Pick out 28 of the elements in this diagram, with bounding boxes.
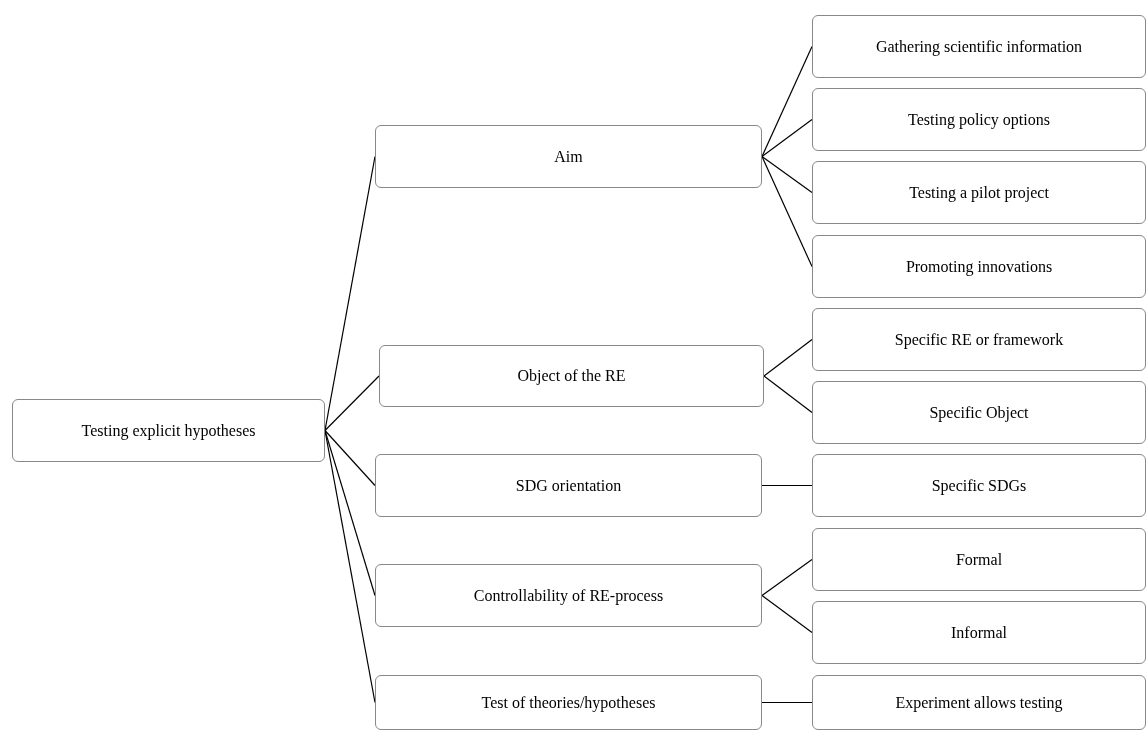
connector-line bbox=[761, 45, 813, 158]
connector-line bbox=[763, 375, 813, 414]
connector-line bbox=[761, 155, 813, 268]
category-box: Promoting innovations bbox=[812, 235, 1146, 298]
category-box: SDG orientation bbox=[375, 454, 762, 517]
connector-line bbox=[324, 375, 380, 432]
category-box: Controllability of RE-process bbox=[375, 564, 762, 627]
category-box: Specific Object bbox=[812, 381, 1146, 444]
category-box: Gathering scientific information bbox=[812, 15, 1146, 78]
connector-line bbox=[761, 701, 813, 704]
connector-line bbox=[761, 118, 813, 158]
category-box: Formal bbox=[812, 528, 1146, 591]
category-box: Specific SDGs bbox=[812, 454, 1146, 517]
category-box: Specific RE or framework bbox=[812, 308, 1146, 371]
category-box: Test of theories/hypotheses bbox=[375, 675, 762, 730]
category-box: Experiment allows testing bbox=[812, 675, 1146, 730]
connector-line bbox=[761, 484, 813, 487]
category-box: Informal bbox=[812, 601, 1146, 664]
category-box: Testing explicit hypotheses bbox=[12, 399, 325, 462]
connector-line bbox=[761, 594, 813, 634]
connector-line bbox=[763, 338, 813, 377]
connector-line bbox=[324, 429, 376, 487]
connector-line bbox=[761, 558, 813, 597]
category-box: Object of the RE bbox=[379, 345, 764, 407]
category-box: Testing a pilot project bbox=[812, 161, 1146, 224]
category-box: Aim bbox=[375, 125, 762, 188]
connector-line bbox=[761, 155, 813, 194]
category-box: Testing policy options bbox=[812, 88, 1146, 151]
